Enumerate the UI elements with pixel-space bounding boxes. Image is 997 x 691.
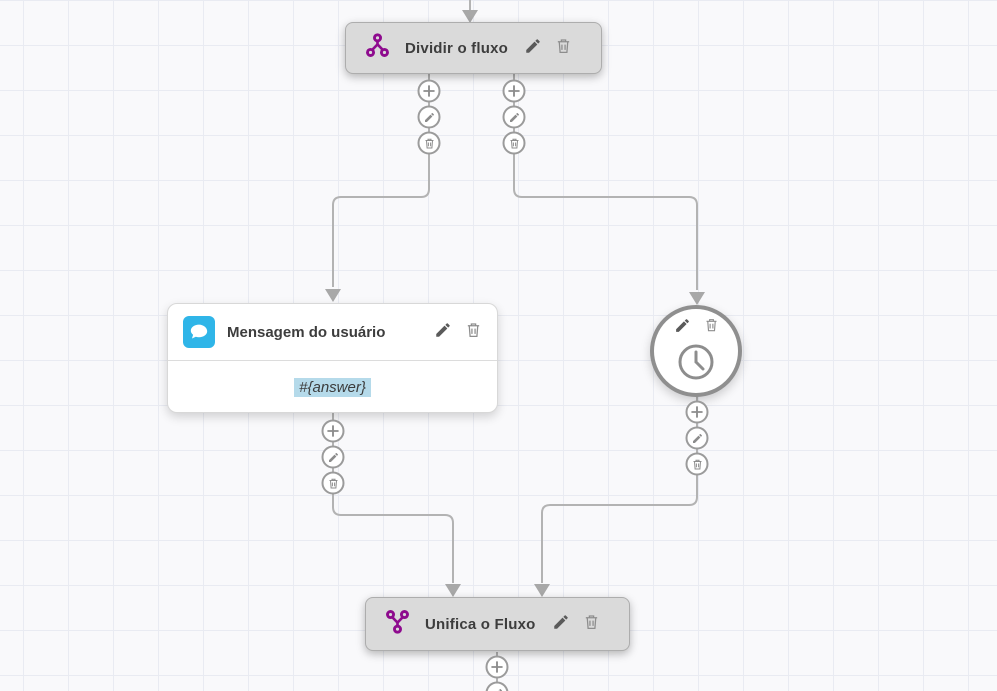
edit-connection-button[interactable] xyxy=(321,445,345,469)
add-connection-button[interactable] xyxy=(485,655,509,679)
delete-node-button[interactable] xyxy=(583,613,600,636)
node-split-flow[interactable]: Dividir o fluxo xyxy=(345,22,602,74)
node-wait[interactable] xyxy=(650,305,742,397)
add-connection-button[interactable] xyxy=(417,79,441,103)
edit-connection-button[interactable] xyxy=(685,426,709,450)
split-flow-icon xyxy=(364,32,391,64)
delete-connection-button[interactable] xyxy=(502,131,526,155)
add-connection-button[interactable] xyxy=(685,400,709,424)
delete-connection-button[interactable] xyxy=(685,452,709,476)
edit-node-button[interactable] xyxy=(524,37,542,60)
node-user-message[interactable]: Mensagem do usuário #{answer} xyxy=(167,303,498,413)
connector-split-to-wait xyxy=(513,74,698,290)
add-connection-button[interactable] xyxy=(321,419,345,443)
arrowhead xyxy=(462,10,478,23)
merge-flow-icon xyxy=(384,608,411,640)
delete-node-button[interactable] xyxy=(555,37,572,60)
node-title: Unifica o Fluxo xyxy=(425,615,536,633)
message-variable-value[interactable]: #{answer} xyxy=(294,377,371,397)
arrowhead xyxy=(325,289,341,302)
delete-connection-button[interactable] xyxy=(321,471,345,495)
chat-bubble-icon xyxy=(183,316,215,348)
edit-node-button[interactable] xyxy=(434,321,452,344)
edit-node-button[interactable] xyxy=(674,317,691,339)
node-title: Dividir o fluxo xyxy=(405,39,509,57)
arrowhead xyxy=(689,292,705,305)
connector-split-to-message xyxy=(332,74,430,287)
edit-node-button[interactable] xyxy=(552,613,570,636)
node-title: Mensagem do usuário xyxy=(227,323,386,341)
node-merge-flow[interactable]: Unifica o Fluxo xyxy=(365,597,630,651)
arrowhead xyxy=(534,584,550,597)
delete-node-button[interactable] xyxy=(704,317,719,339)
connector-message-to-merge xyxy=(332,412,454,583)
delete-connection-button[interactable] xyxy=(417,131,441,155)
clock-icon xyxy=(677,343,715,386)
arrowhead xyxy=(445,584,461,597)
connector-wait-to-merge xyxy=(541,396,698,583)
edit-connection-button[interactable] xyxy=(502,105,526,129)
edit-connection-button[interactable] xyxy=(417,105,441,129)
add-connection-button[interactable] xyxy=(502,79,526,103)
delete-node-button[interactable] xyxy=(465,321,482,344)
